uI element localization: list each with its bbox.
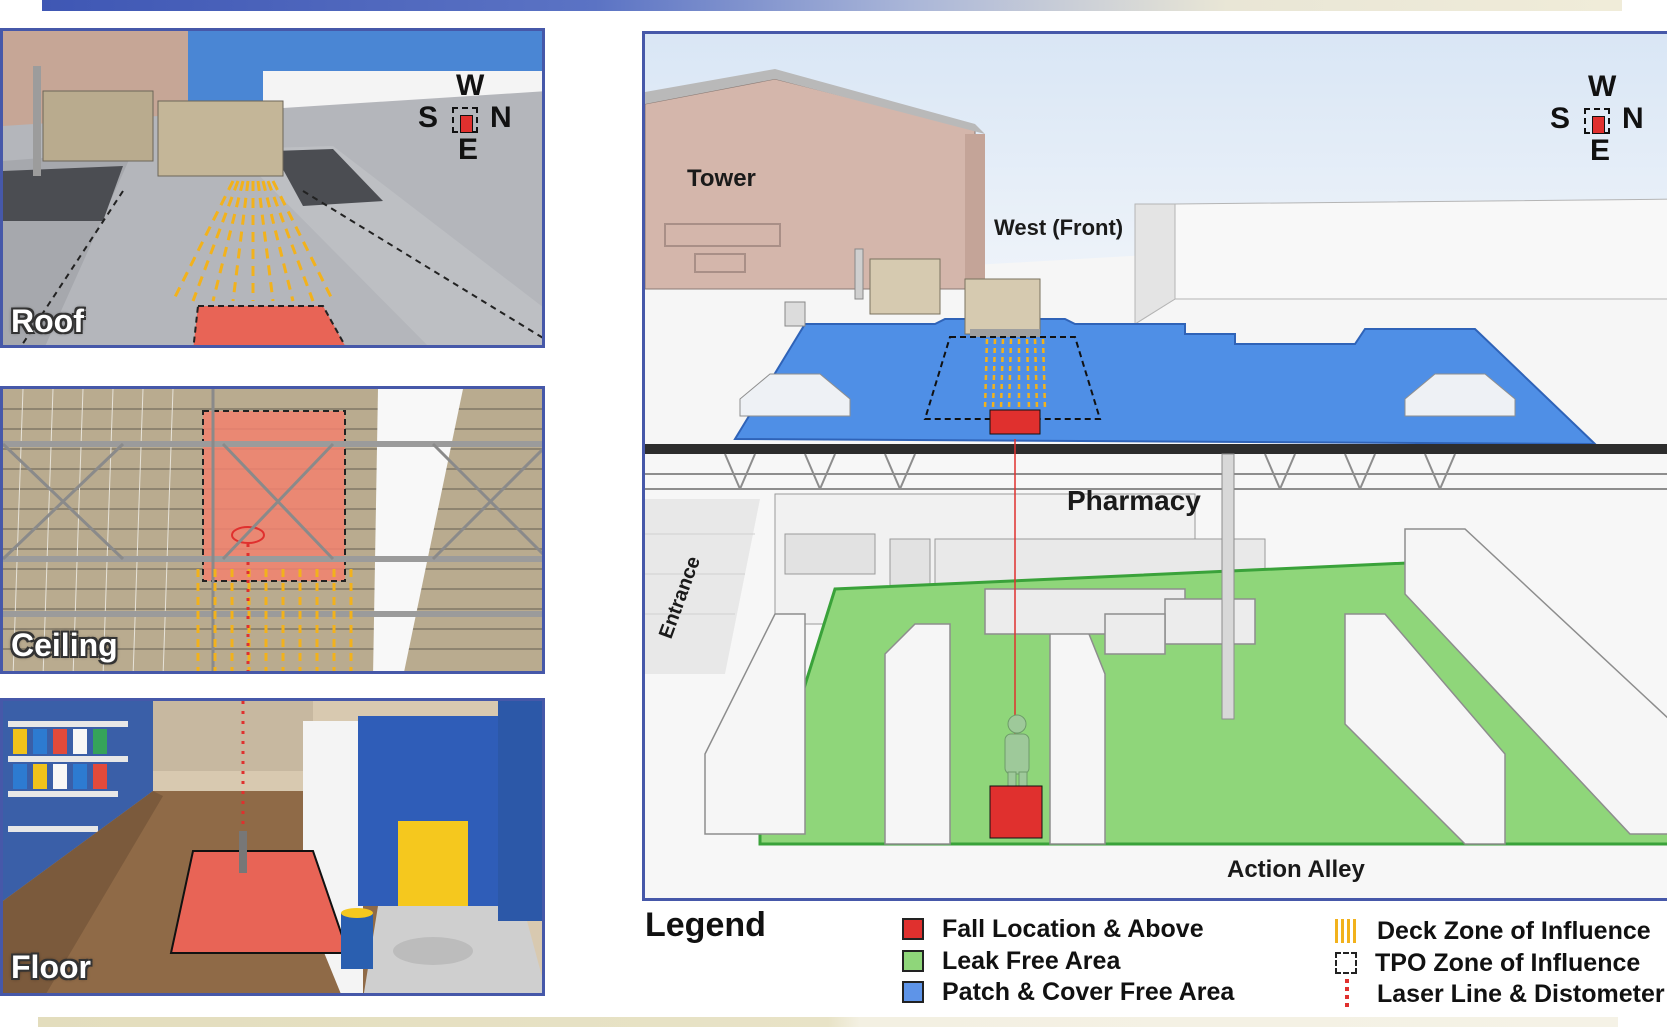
ceiling-label: Ceiling xyxy=(11,627,118,663)
floor-photo-illustration xyxy=(3,701,542,993)
legend-item-fall-location: Fall Location & Above xyxy=(902,915,1204,943)
legend-item-laser-line: Laser Line & Distometer xyxy=(1335,979,1665,1009)
floor-photo-panel: Floor xyxy=(0,698,545,996)
legend-item-tpo-zone: TPO Zone of Influence xyxy=(1335,949,1640,977)
legend-item-deck-zone: Deck Zone of Influence xyxy=(1335,917,1651,945)
compass-w: W xyxy=(456,69,485,102)
compass-s: S xyxy=(418,101,439,134)
red-square-icon xyxy=(902,918,924,940)
legend-label: Laser Line & Distometer xyxy=(1377,979,1665,1008)
compass-s: S xyxy=(1550,102,1571,135)
roof-photo-panel: W S N E Roof xyxy=(0,28,545,348)
store-cutaway-illustration xyxy=(645,34,1667,898)
ceiling-photo-illustration xyxy=(3,389,542,671)
compass-e: E xyxy=(458,133,479,166)
compass-w: W xyxy=(1588,70,1617,103)
main-compass: W S N E xyxy=(1550,72,1650,172)
legend-label: Leak Free Area xyxy=(942,946,1121,975)
west-front-label: West (Front) xyxy=(994,215,1124,240)
compass-marker xyxy=(1592,116,1605,134)
top-decorative-bar xyxy=(42,0,1622,11)
legend-item-leak-free: Leak Free Area xyxy=(902,947,1120,975)
bottom-decorative-bar xyxy=(38,1017,1618,1027)
compass-marker xyxy=(460,115,473,133)
laser-line-icon xyxy=(1345,979,1349,1009)
compass-n: N xyxy=(490,101,512,134)
tower-label: Tower xyxy=(687,165,756,192)
action-alley-label: Action Alley xyxy=(1227,856,1365,883)
compass-e: E xyxy=(1590,134,1611,167)
legend-title: Legend xyxy=(645,906,766,944)
green-square-icon xyxy=(902,950,924,972)
legend-label: TPO Zone of Influence xyxy=(1375,948,1641,977)
pharmacy-label: Pharmacy xyxy=(1067,485,1201,516)
compass-n: N xyxy=(1622,102,1644,135)
legend-item-patch-cover: Patch & Cover Free Area xyxy=(902,978,1234,1006)
legend-label: Fall Location & Above xyxy=(942,914,1204,943)
legend-label: Deck Zone of Influence xyxy=(1377,916,1651,945)
store-cutaway-diagram: W S N E Tower West (Front) Pharmacy Entr… xyxy=(642,31,1667,901)
tpo-zone-icon xyxy=(1335,952,1357,974)
deck-zone-icon xyxy=(1335,919,1359,943)
blue-square-icon xyxy=(902,981,924,1003)
roof-photo-illustration xyxy=(3,31,542,345)
floor-label: Floor xyxy=(11,949,91,985)
ceiling-photo-panel: Ceiling xyxy=(0,386,545,674)
roof-label: Roof xyxy=(11,303,84,339)
roof-compass: W S N E xyxy=(418,71,518,171)
legend-label: Patch & Cover Free Area xyxy=(942,977,1235,1006)
